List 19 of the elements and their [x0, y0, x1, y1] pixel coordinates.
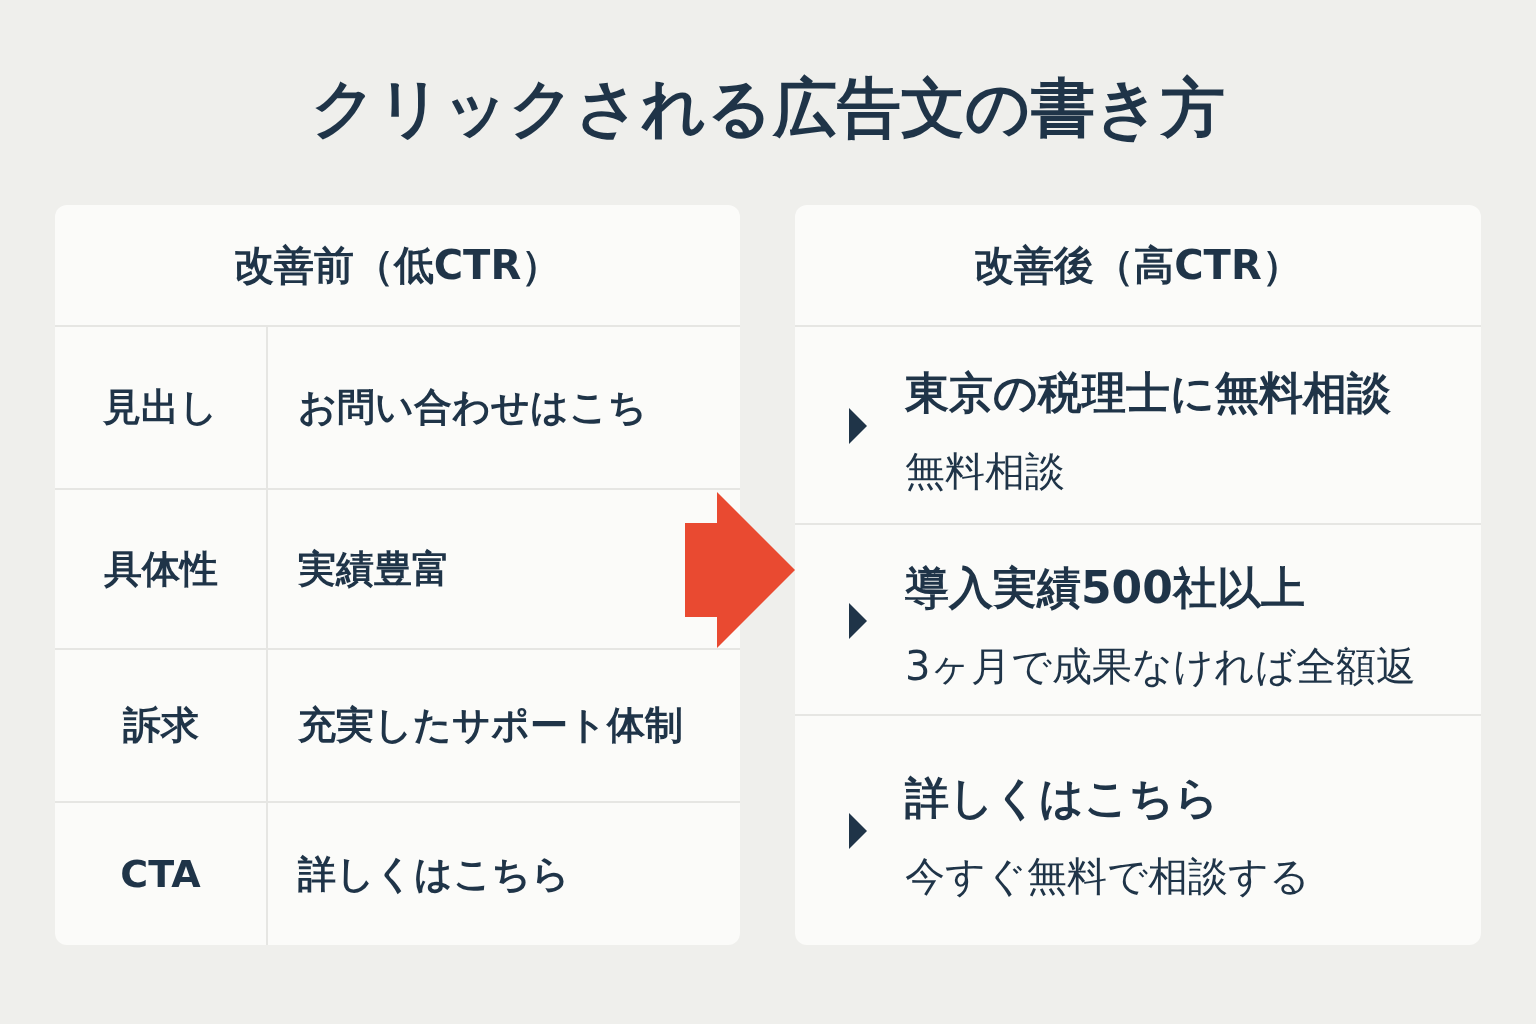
ad-description: 3ヶ月で成果なければ全額返: [905, 641, 1417, 691]
panel-card: [55, 205, 740, 945]
table-cell: お問い合わせはこち: [268, 327, 740, 490]
panel-card: [795, 205, 1481, 945]
ad-description: 今すぐ無料で相談する: [905, 851, 1310, 901]
ad-headline: 導入実績500社以上: [905, 560, 1305, 615]
table-cell: 充実したサポート体制: [268, 650, 740, 803]
row-label: 見出し: [55, 327, 268, 490]
ad-headline: 詳しくはこちら: [905, 770, 1219, 825]
ad-headline: 東京の税理士に無料相談: [905, 366, 1391, 420]
row-label: 訴求: [55, 650, 268, 803]
table-cell-text: 詳しくはこちら: [297, 850, 571, 898]
row-label: CTA: [55, 803, 268, 945]
title: クリックされる広告文の書き方: [310, 70, 1226, 147]
row-label: 具体性: [55, 490, 268, 650]
arrow: [685, 492, 795, 648]
ad-description: 無料相談: [905, 447, 1065, 496]
panel-heading: 改善前（低CTR）: [55, 205, 740, 327]
panel-heading: 改善後（高CTR）: [795, 205, 1481, 327]
